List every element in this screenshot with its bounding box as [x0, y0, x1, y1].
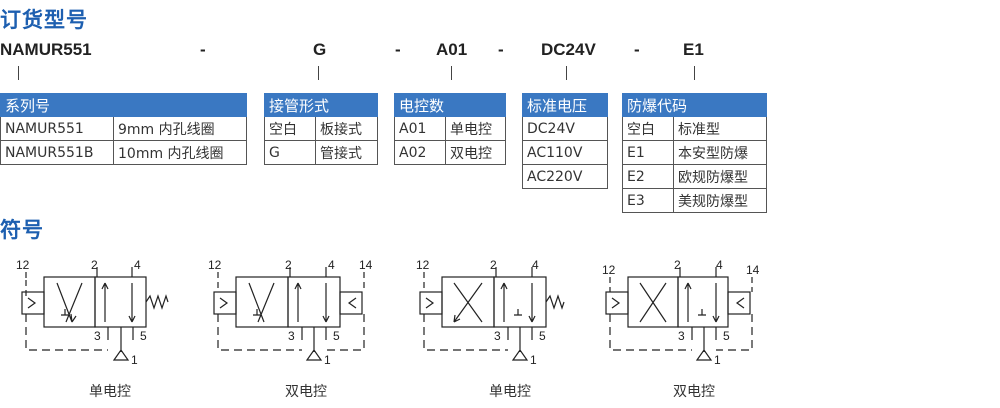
code-tick: [318, 66, 319, 80]
table-cell: 标准型: [673, 116, 767, 141]
port-4-label: 4: [328, 258, 335, 272]
symbol-caption: 双电控: [285, 384, 327, 400]
table-cell: AC110V: [522, 140, 608, 165]
table-cell: 单电控: [445, 116, 506, 141]
table-cell: 板接式: [315, 116, 378, 141]
port-12-label: 12: [602, 263, 616, 277]
symbol-double-solenoid-1: 12 2 4 14 3 5 1: [192, 252, 392, 382]
port-4-label: 4: [134, 258, 141, 272]
connection-table: 接管形式 空白 板接式 G 管接式: [264, 93, 378, 165]
table-cell: A02: [394, 140, 446, 165]
code-connection: G: [313, 40, 327, 59]
symbol-double-solenoid-2: 12 2 4 14 3 5 1: [582, 252, 782, 382]
port-1-label: 1: [131, 353, 138, 367]
table-cell: A01: [394, 116, 446, 141]
code-dash: -: [498, 40, 504, 59]
port-2-label: 2: [490, 258, 497, 272]
port-14-label: 14: [359, 258, 373, 272]
table-cell: E2: [622, 164, 674, 189]
table-cell: 9mm 内孔线圈: [113, 116, 247, 141]
symbol-caption: 单电控: [489, 384, 531, 400]
port-4-label: 4: [716, 258, 723, 272]
port-5-label: 5: [140, 329, 147, 343]
symbol-single-solenoid-2: 12 2 4 3 5 1: [396, 252, 576, 382]
port-12-label: 12: [208, 258, 222, 272]
port-4-label: 4: [532, 258, 539, 272]
port-5-label: 5: [333, 329, 340, 343]
table-cell: 空白: [264, 116, 316, 141]
connection-header: 接管形式: [264, 93, 378, 117]
port-12-label: 12: [416, 258, 430, 272]
port-2-label: 2: [91, 258, 98, 272]
port-5-label: 5: [723, 329, 730, 343]
table-cell: E3: [622, 188, 674, 213]
port-3-label: 3: [288, 329, 295, 343]
port-1-label: 1: [714, 353, 721, 367]
code-dash: -: [395, 40, 401, 59]
table-cell: 美规防爆型: [673, 188, 767, 213]
code-dash: -: [200, 40, 206, 59]
table-cell: 10mm 内孔线圈: [113, 140, 247, 165]
table-cell: G: [264, 140, 316, 165]
symbol-single-solenoid-1: 12 2 4 3 5 1: [0, 252, 180, 382]
table-cell: 欧规防爆型: [673, 164, 767, 189]
code-dash: -: [634, 40, 640, 59]
code-tick: [451, 66, 452, 80]
table-cell: AC220V: [522, 164, 608, 189]
code-explosion: E1: [683, 40, 704, 59]
port-1-label: 1: [530, 353, 537, 367]
series-header: 系列号: [0, 93, 247, 117]
symbol-caption: 双电控: [673, 384, 715, 400]
code-tick: [18, 66, 19, 80]
voltage-header: 标准电压: [522, 93, 608, 117]
voltage-table: 标准电压 DC24V AC110V AC220V: [522, 93, 608, 189]
port-5-label: 5: [539, 329, 546, 343]
port-2-label: 2: [674, 258, 681, 272]
code-control: A01: [436, 40, 468, 59]
table-cell: 空白: [622, 116, 674, 141]
port-1-label: 1: [324, 353, 331, 367]
symbol-title: 符号: [0, 218, 44, 242]
port-3-label: 3: [678, 329, 685, 343]
port-14-label: 14: [746, 263, 760, 277]
symbol-caption: 单电控: [89, 384, 131, 400]
table-cell: 本安型防爆: [673, 140, 767, 165]
port-3-label: 3: [494, 329, 501, 343]
port-3-label: 3: [94, 329, 101, 343]
table-cell: NAMUR551B: [0, 140, 114, 165]
table-cell: E1: [622, 140, 674, 165]
table-cell: 双电控: [445, 140, 506, 165]
code-base: NAMUR551: [0, 40, 92, 59]
control-header: 电控数: [394, 93, 506, 117]
series-table: 系列号 NAMUR551 9mm 内孔线圈 NAMUR551B 10mm 内孔线…: [0, 93, 247, 165]
code-tick: [566, 66, 567, 80]
explosion-table: 防爆代码 空白 标准型 E1 本安型防爆 E2 欧规防爆型 E3 美规防爆型: [622, 93, 767, 213]
control-table: 电控数 A01 单电控 A02 双电控: [394, 93, 506, 165]
table-cell: NAMUR551: [0, 116, 114, 141]
table-cell: DC24V: [522, 116, 608, 141]
code-tick: [694, 66, 695, 80]
port-12-label: 12: [16, 258, 30, 272]
order-title: 订货型号: [0, 8, 88, 32]
table-cell: 管接式: [315, 140, 378, 165]
port-2-label: 2: [285, 258, 292, 272]
explosion-header: 防爆代码: [622, 93, 767, 117]
code-voltage: DC24V: [541, 40, 596, 59]
